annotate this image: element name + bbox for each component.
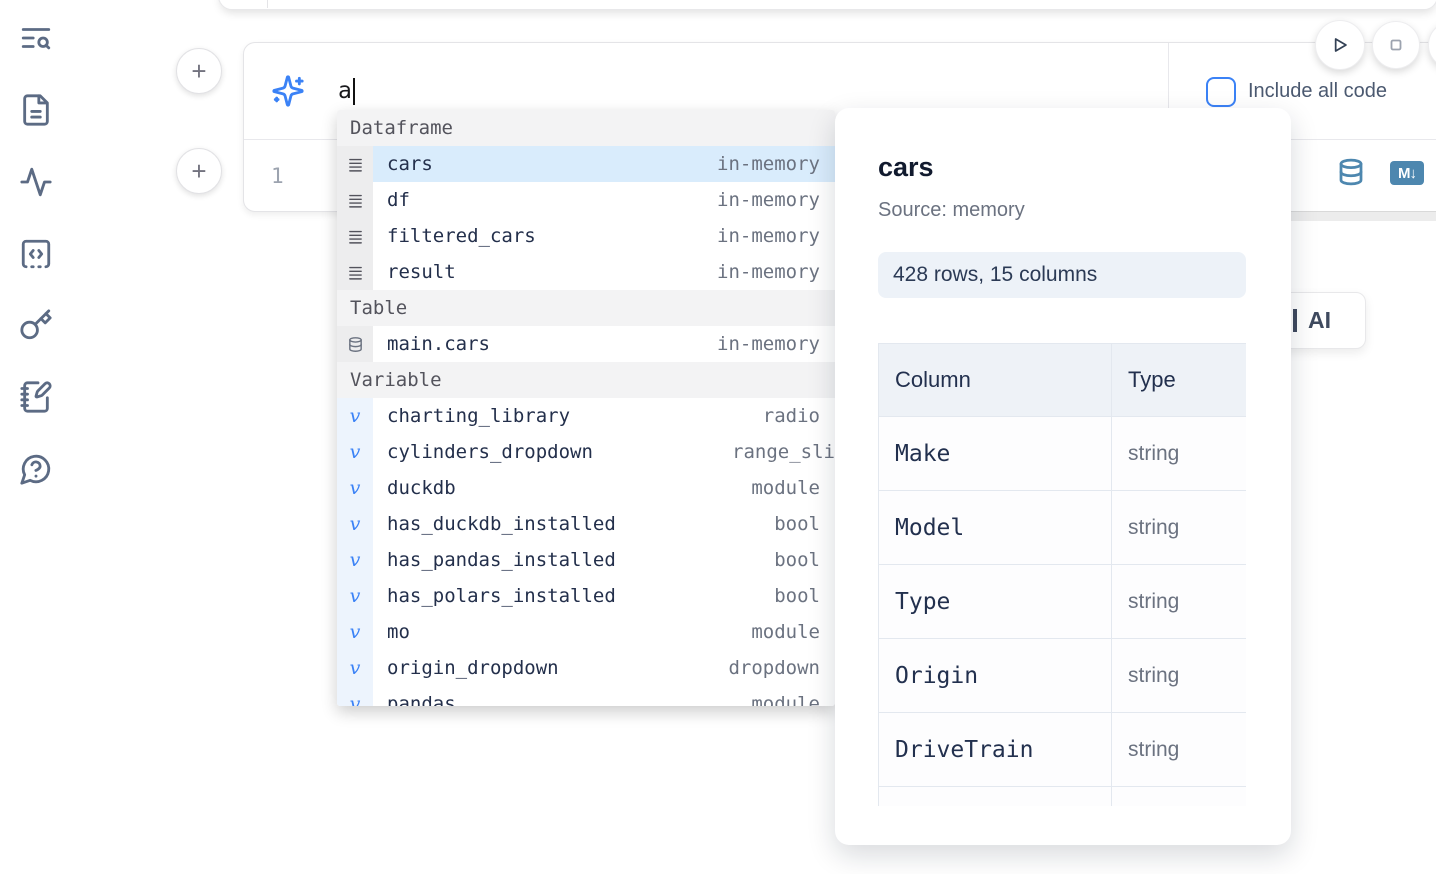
database-icon — [337, 326, 373, 362]
add-cell-below-button[interactable]: + — [176, 148, 222, 194]
variable-icon: v — [337, 578, 373, 614]
previous-cell-gutter-divider — [267, 0, 268, 8]
completion-item-has-duckdb-installed[interactable]: v has_duckdb_installed bool — [337, 506, 835, 542]
add-cell-above-button[interactable]: + — [176, 48, 222, 94]
line-number: 1 — [271, 163, 284, 188]
stop-icon — [1390, 39, 1402, 51]
completion-item-mo[interactable]: v mo module — [337, 614, 835, 650]
ai-prompt-value: a — [338, 78, 352, 104]
preview-title: cars — [878, 152, 934, 182]
variable-icon: v — [337, 542, 373, 578]
table-row: DriveTrain string — [878, 712, 1246, 787]
completion-item-clipped[interactable]: v pandas module — [337, 686, 835, 706]
variable-icon: v — [337, 506, 373, 542]
markdown-icon[interactable]: M↓ — [1390, 161, 1424, 185]
notebook-pen-icon[interactable] — [19, 380, 53, 414]
completion-item-has-polars-installed[interactable]: v has_polars_installed bool — [337, 578, 835, 614]
completion-item-duckdb[interactable]: v duckdb module — [337, 470, 835, 506]
completion-item-df[interactable]: df in-memory — [337, 182, 835, 218]
play-icon — [1334, 38, 1347, 52]
file-text-icon[interactable] — [19, 93, 53, 127]
completion-item-origin-dropdown[interactable]: v origin_dropdown dropdown — [337, 650, 835, 686]
sparkles-icon — [271, 74, 305, 108]
cell-bottom-band — [1180, 211, 1436, 221]
schema-table-container[interactable]: Column Type Make string Model string Typ… — [878, 343, 1246, 806]
text-search-icon[interactable] — [19, 21, 53, 55]
variable-icon: v — [337, 398, 373, 434]
table-row-partial — [878, 786, 1246, 806]
variable-icon: v — [337, 434, 373, 470]
activity-sidebar — [0, 0, 72, 874]
column-header: Column — [878, 343, 1112, 417]
dataframe-rows-icon — [337, 218, 373, 254]
completion-section-header: Dataframe — [337, 110, 835, 146]
prompt-options-pane: Include all code — [1168, 43, 1436, 139]
autocomplete-dropdown: Dataframe cars in-memory df in-memory fi… — [337, 110, 835, 706]
table-row: Origin string — [878, 638, 1246, 713]
stop-button[interactable] — [1372, 21, 1420, 69]
completion-item-cylinders-dropdown[interactable]: v cylinders_dropdown range_sli — [337, 434, 835, 470]
table-row: Model string — [878, 490, 1246, 565]
dataframe-preview-panel: cars Source: memory 428 rows, 15 columns… — [835, 108, 1291, 845]
ai-prompt-input[interactable]: a — [338, 43, 355, 139]
table-row: Type string — [878, 564, 1246, 639]
completion-item-charting-library[interactable]: v charting_library radio — [337, 398, 835, 434]
help-chat-icon[interactable] — [19, 452, 53, 486]
previous-cell-bottom — [218, 0, 1436, 10]
type-header: Type — [1111, 343, 1246, 417]
completion-section-header: Table — [337, 290, 835, 326]
dataframe-rows-icon — [337, 254, 373, 290]
code-snippets-icon[interactable] — [19, 237, 53, 271]
completion-item-cars[interactable]: cars in-memory — [337, 146, 835, 182]
preview-source: Source: memory — [878, 199, 1025, 221]
dataframe-rows-icon — [337, 182, 373, 218]
run-button[interactable] — [1315, 20, 1365, 70]
code-editor-row[interactable]: 1 M↓ — [244, 140, 1436, 211]
variable-icon: v — [337, 614, 373, 650]
completion-item-filtered-cars[interactable]: filtered_cars in-memory — [337, 218, 835, 254]
activity-icon[interactable] — [19, 165, 53, 199]
ai-button-label: AI — [1308, 307, 1331, 333]
key-icon[interactable] — [19, 308, 53, 342]
table-header-row: Column Type — [878, 343, 1246, 417]
include-all-code-label: Include all code — [1248, 79, 1387, 102]
table-row: Make string — [878, 416, 1246, 491]
clipped-letter — [1293, 309, 1297, 332]
completion-section-header: Variable — [337, 362, 835, 398]
shape-badge: 428 rows, 15 columns — [878, 252, 1246, 298]
variable-icon: v — [337, 650, 373, 686]
completion-item-has-pandas-installed[interactable]: v has_pandas_installed bool — [337, 542, 835, 578]
variable-icon: v — [337, 686, 373, 706]
database-icon[interactable] — [1336, 157, 1366, 187]
include-all-code-checkbox[interactable] — [1206, 77, 1236, 107]
completion-item-result[interactable]: result in-memory — [337, 254, 835, 290]
dataframe-rows-icon — [337, 146, 373, 182]
schema-table: Column Type Make string Model string Typ… — [878, 343, 1246, 806]
text-cursor — [352, 77, 355, 105]
completion-item-main-cars[interactable]: main.cars in-memory — [337, 326, 835, 362]
variable-icon: v — [337, 470, 373, 506]
